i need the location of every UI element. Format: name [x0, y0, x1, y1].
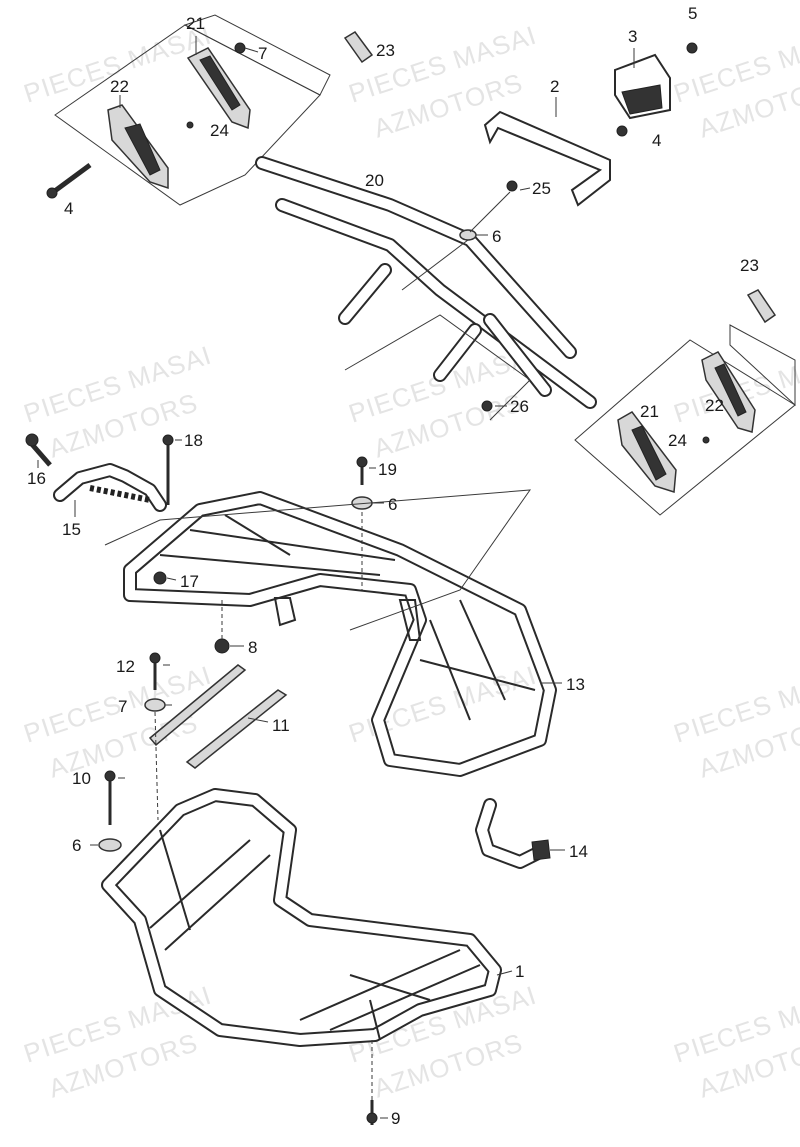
part-15-grab-handle [53, 463, 167, 512]
leader-line [401, 239, 469, 291]
callout-10: 10 [72, 769, 91, 788]
callout-8: 8 [248, 638, 258, 657]
assembly-outline [104, 489, 532, 631]
callout-17: 17 [180, 572, 199, 591]
part-19-bolt [356, 456, 368, 485]
part-8-nut [214, 638, 230, 654]
part-22-clip-right [701, 351, 756, 433]
leader-line [469, 191, 511, 233]
leader-line [244, 47, 259, 53]
bracket-group-box-left [54, 14, 331, 206]
callout-18: 18 [184, 431, 203, 450]
part-23-buckle [343, 31, 374, 64]
part-6-washer [98, 838, 122, 852]
part-13-rear-rack [123, 491, 557, 777]
callout-13: 13 [566, 675, 585, 694]
part-25-bolt [506, 180, 518, 192]
callout-6: 6 [72, 836, 82, 855]
callout-6: 6 [388, 495, 398, 514]
callout-16: 16 [27, 469, 46, 488]
callout-12: 12 [116, 657, 135, 676]
part-3-box [614, 53, 671, 120]
callout-7: 7 [258, 44, 268, 63]
bracket-group-box-right [574, 324, 796, 516]
part-21-bracket-right [617, 411, 677, 493]
part-26-bolt [481, 400, 493, 412]
callout-25: 25 [532, 179, 551, 198]
callout-2: 2 [550, 77, 560, 96]
leader-line [154, 711, 159, 821]
callout-21: 21 [640, 402, 659, 421]
part-2-mounting-bracket [483, 110, 611, 207]
callout-23: 23 [740, 256, 759, 275]
callout-23: 23 [376, 41, 395, 60]
part-24-rivet [186, 121, 194, 129]
callout-3: 3 [628, 27, 638, 46]
part-4-nut [616, 125, 628, 137]
part-9-bolt [366, 1100, 378, 1125]
callout-5: 5 [688, 4, 698, 23]
part-1-front-rack [101, 788, 502, 1047]
leader-line [247, 717, 269, 723]
leader-line [496, 970, 513, 976]
callout-4: 4 [652, 131, 662, 150]
part-7-nut [234, 42, 246, 54]
part-20-bumper [255, 156, 597, 409]
part-11-rack-strip [148, 664, 288, 769]
callout-22: 22 [705, 396, 724, 415]
callout-24: 24 [210, 121, 229, 140]
callout-7: 7 [118, 697, 128, 716]
callout-21: 21 [186, 14, 205, 33]
part-6-washer [459, 229, 477, 241]
part-22-clip [107, 104, 169, 190]
part-12-bolt [149, 652, 161, 690]
part-21-bracket [186, 47, 251, 130]
callout-6: 6 [492, 227, 502, 246]
callout-11: 11 [272, 716, 290, 735]
leader-line [166, 577, 177, 581]
callout-1: 1 [515, 962, 525, 981]
part-5-screw [686, 42, 698, 54]
part-4-bolt-left [46, 162, 92, 199]
part-10-bolt [104, 770, 116, 825]
callout-15: 15 [62, 520, 81, 539]
callout-14: 14 [569, 842, 588, 861]
leader-line [519, 187, 531, 191]
part-18-bolt [162, 434, 174, 505]
assembly-outline [344, 314, 531, 421]
part-23-buckle-right [746, 289, 777, 324]
part-14-handle [475, 798, 551, 869]
callout-24: 24 [668, 431, 687, 450]
callout-19: 19 [378, 460, 397, 479]
part-16-bolt [25, 433, 52, 467]
callout-4: 4 [64, 199, 74, 218]
callout-22: 22 [110, 77, 129, 96]
part-24-rivet-right [702, 436, 710, 444]
callout-26: 26 [510, 397, 529, 416]
part-17-nut [153, 571, 167, 585]
callout-20: 20 [365, 171, 384, 190]
callout-9: 9 [391, 1109, 401, 1128]
part-7-washer [144, 698, 166, 712]
